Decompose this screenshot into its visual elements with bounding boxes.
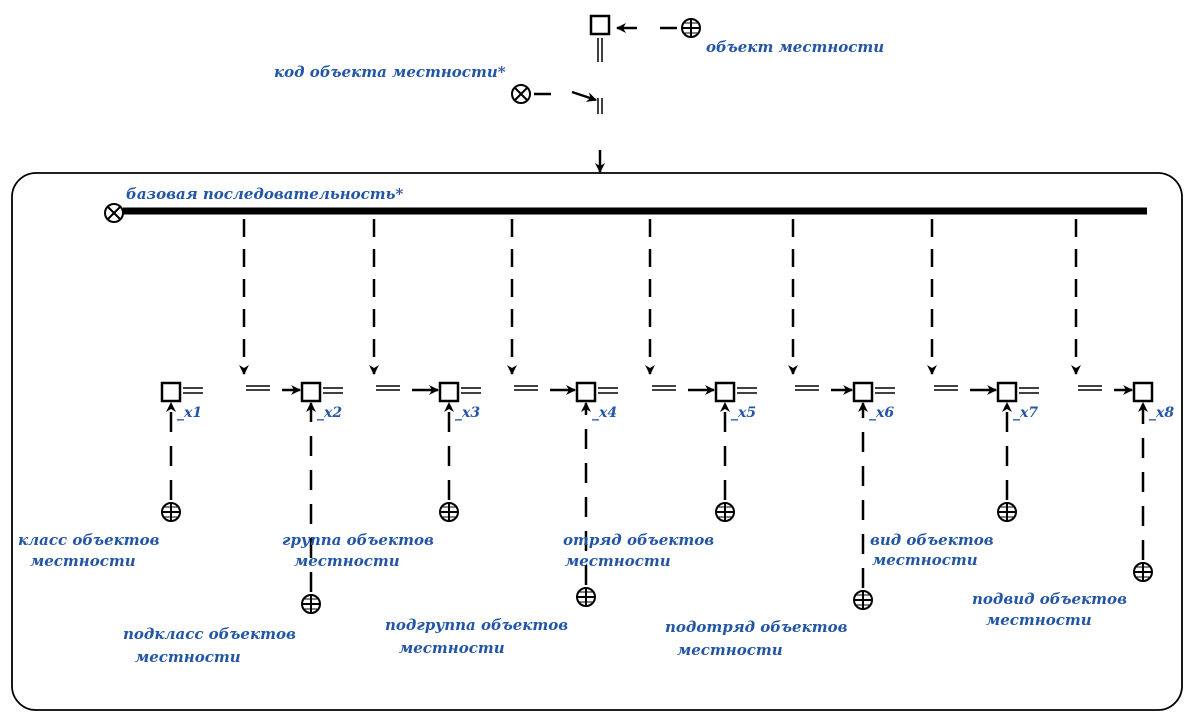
class-sheaf-node[interactable] (997, 502, 1017, 522)
element-index-label: _x1 (177, 405, 202, 421)
sequence-label: базовая последовательность* (126, 185, 404, 203)
element-node[interactable] (996, 381, 1018, 403)
class-label-line1: вид объектов (870, 531, 994, 549)
class-sheaf-node[interactable] (301, 594, 321, 614)
class-label-line2: местности (294, 552, 400, 570)
class-sheaf-node[interactable] (715, 502, 735, 522)
class-label-line1: подвид объектов (972, 590, 1127, 608)
class-sheaf-node[interactable] (576, 587, 596, 607)
class-label-line2: местности (565, 552, 671, 570)
code-arc-arrowhead (571, 90, 597, 102)
contour (11, 172, 1183, 711)
element-index-label: _x8 (1149, 405, 1174, 421)
element-index-label: _x7 (1013, 405, 1038, 421)
element-node[interactable] (852, 381, 874, 403)
sequence-elements: _x1 класс объектов местности _x2 подкласс об… (18, 219, 1174, 666)
class-label-line1: подкласс объектов (123, 625, 296, 643)
class-sheaf-node[interactable] (439, 502, 459, 522)
code-node[interactable] (511, 84, 531, 104)
class-label-line1: подгруппа объектов (385, 616, 568, 634)
top-node-label: объект местности (706, 38, 884, 56)
class-label-line1: отряд объектов (563, 531, 714, 549)
element-index-label: _x3 (455, 405, 480, 421)
sheaf-node-top[interactable] (681, 18, 701, 38)
class-label-line2: местности (677, 641, 783, 659)
class-label-line1: подотряд объектов (665, 618, 848, 636)
class-sheaf-node[interactable] (161, 502, 181, 522)
element-node[interactable] (575, 381, 597, 403)
element-index-label: _x4 (592, 405, 617, 421)
element-index-label: _x6 (869, 405, 894, 421)
element-node[interactable] (714, 381, 736, 403)
class-label-line1: класс объектов (18, 531, 160, 549)
class-sheaf-node[interactable] (853, 590, 873, 610)
class-sheaf-node[interactable] (1133, 562, 1153, 582)
element-node[interactable] (1132, 381, 1154, 403)
top-structure (534, 14, 677, 173)
element-index-label: _x5 (731, 405, 756, 421)
class-label-line1: группа объектов (282, 531, 434, 549)
element-node[interactable] (300, 381, 322, 403)
class-label-line2: местности (399, 639, 505, 657)
class-label-line2: местности (986, 611, 1092, 629)
element-node[interactable] (438, 381, 460, 403)
sequence-node[interactable] (104, 203, 124, 223)
element-node[interactable] (160, 381, 182, 403)
class-label-line2: местности (30, 552, 136, 570)
class-label-line2: местности (872, 551, 978, 569)
class-label-line2: местности (135, 648, 241, 666)
element-index-label: _x2 (317, 405, 342, 421)
top-node[interactable] (589, 14, 611, 36)
code-label: код объекта местности* (274, 63, 506, 81)
